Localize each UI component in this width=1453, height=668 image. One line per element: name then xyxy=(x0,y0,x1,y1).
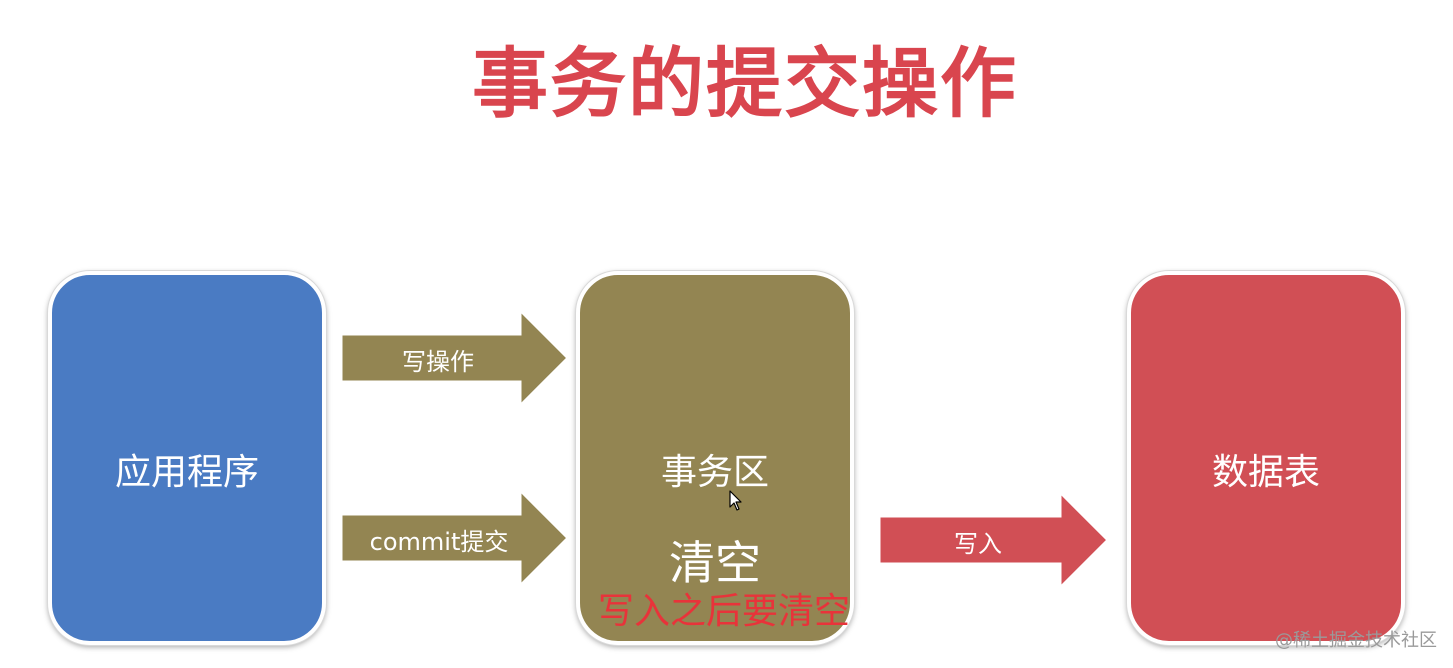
mouse-pointer-icon xyxy=(729,490,743,516)
write-in-arrow-shape xyxy=(877,488,1111,592)
commit-arrow-shape xyxy=(339,486,571,590)
app-node-label: 应用程序 xyxy=(114,452,259,493)
write-in-label: 写入 xyxy=(954,530,1002,558)
transaction-node-sublabel: 清空 xyxy=(669,536,761,590)
write-operation-arrow: 写操作 xyxy=(338,306,572,410)
table-node: 数据表 xyxy=(1127,271,1405,645)
write-operation-arrow-shape xyxy=(339,306,571,410)
commit-arrow: commit提交 xyxy=(338,486,572,590)
transaction-node: 事务区 清空 xyxy=(576,271,854,645)
watermark: @稀土掘金技术社区 xyxy=(1275,630,1437,651)
commit-label: commit提交 xyxy=(369,528,509,556)
transaction-node-label: 事务区 xyxy=(660,452,769,493)
app-node: 应用程序 xyxy=(48,271,326,645)
write-operation-label: 写操作 xyxy=(402,348,474,376)
table-node-label: 数据表 xyxy=(1211,452,1320,493)
write-in-arrow: 写入 xyxy=(876,488,1112,592)
clear-after-write-note: 写入之后要清空 xyxy=(598,591,851,632)
slide-title: 事务的提交操作 xyxy=(472,39,1018,128)
